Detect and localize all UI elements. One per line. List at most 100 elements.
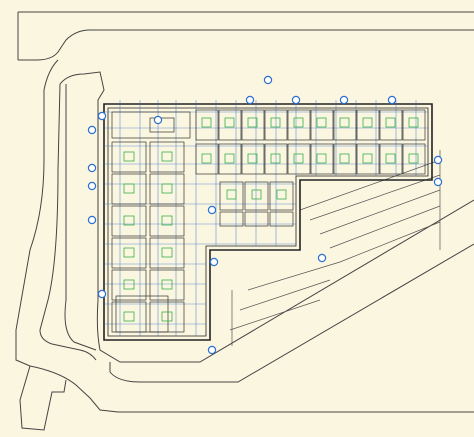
room-cell [264,109,288,141]
room-cell [244,211,269,227]
room-cell [149,237,185,269]
bath-fixture [226,189,237,200]
building-outline [103,103,433,341]
room-cell [333,109,357,141]
outer-site-outline [15,11,474,431]
grid-bubble [245,95,255,105]
bath-fixture [270,117,281,128]
room-cell [244,181,269,211]
room-cell [149,301,185,333]
grid-bubble [87,215,97,225]
grid-bubble [207,205,217,215]
bath-fixture [123,279,135,290]
bath-fixture [251,189,262,200]
room-cell [149,141,185,173]
bath-fixture [123,183,135,194]
grid-bubble [87,163,97,173]
grid-bubble [153,115,163,125]
bath-fixture [293,153,304,164]
room-cell [379,109,403,141]
bath-fixture [385,153,396,164]
fixture-marks [123,117,419,322]
room-cell [333,143,357,175]
room-cell [402,143,426,175]
room-cell [219,181,244,211]
room-cell [195,143,219,175]
room-cell [269,181,294,211]
stair-core [115,295,169,333]
bath-fixture [224,153,235,164]
bath-fixture [201,117,212,128]
grid-bubble [87,181,97,191]
room-cell [149,173,185,205]
bath-fixture [276,189,287,200]
room-cell [111,301,147,333]
room-cell [149,205,185,237]
room-cell [241,143,265,175]
structural-grid [104,100,428,336]
bath-fixture [201,153,212,164]
bath-fixture [161,183,173,194]
stair-core [149,117,175,133]
bath-fixture [161,279,173,290]
bath-fixture [362,153,373,164]
room-cell [379,143,403,175]
grid-bubble [291,95,301,105]
bath-fixture [408,153,419,164]
room-cell [287,109,311,141]
bath-fixture [270,153,281,164]
room-cell [218,143,242,175]
bath-fixture [385,117,396,128]
bath-fixture [123,151,135,162]
bath-fixture [161,247,173,258]
bath-fixture [123,247,135,258]
bath-fixture [161,151,173,162]
room-cell [111,205,147,237]
grid-bubbles [87,75,443,355]
room-cell [218,109,242,141]
grid-bubble [209,257,219,267]
bath-fixture [316,153,327,164]
road-curve-line [109,243,474,383]
room-partitions [111,109,426,333]
room-cell [310,143,334,175]
room-cell [219,211,244,227]
bath-fixture [362,117,373,128]
room-cell [269,211,294,227]
room-cell [264,143,288,175]
grid-bubble [263,75,273,85]
room-cell [402,109,426,141]
site-boundary [15,11,474,431]
bath-fixture [339,117,350,128]
room-cell [241,109,265,141]
room-cell [356,109,380,141]
site-hatch-lines [229,150,441,346]
bath-fixture [224,117,235,128]
grid-bubble [339,95,349,105]
grid-bubble [433,155,443,165]
bath-fixture [247,153,258,164]
bath-fixture [408,117,419,128]
room-cell [310,109,334,141]
bath-fixture [123,311,135,322]
grid-bubble [317,253,327,263]
bath-fixture [161,311,173,322]
bath-fixture [293,117,304,128]
bath-fixture [161,215,173,226]
inner-road-line [64,84,97,351]
room-cell [195,109,219,141]
room-cell [287,143,311,175]
grid-bubble [433,177,443,187]
bath-fixture [339,153,350,164]
grid-bubble [97,111,107,121]
grid-bubble [207,345,217,355]
room-cell [111,269,147,301]
bath-fixture [247,117,258,128]
bath-fixture [316,117,327,128]
room-cell [356,143,380,175]
room-cell [111,237,147,269]
bath-fixture [123,215,135,226]
grid-bubble [87,125,97,135]
grid-bubble [387,95,397,105]
